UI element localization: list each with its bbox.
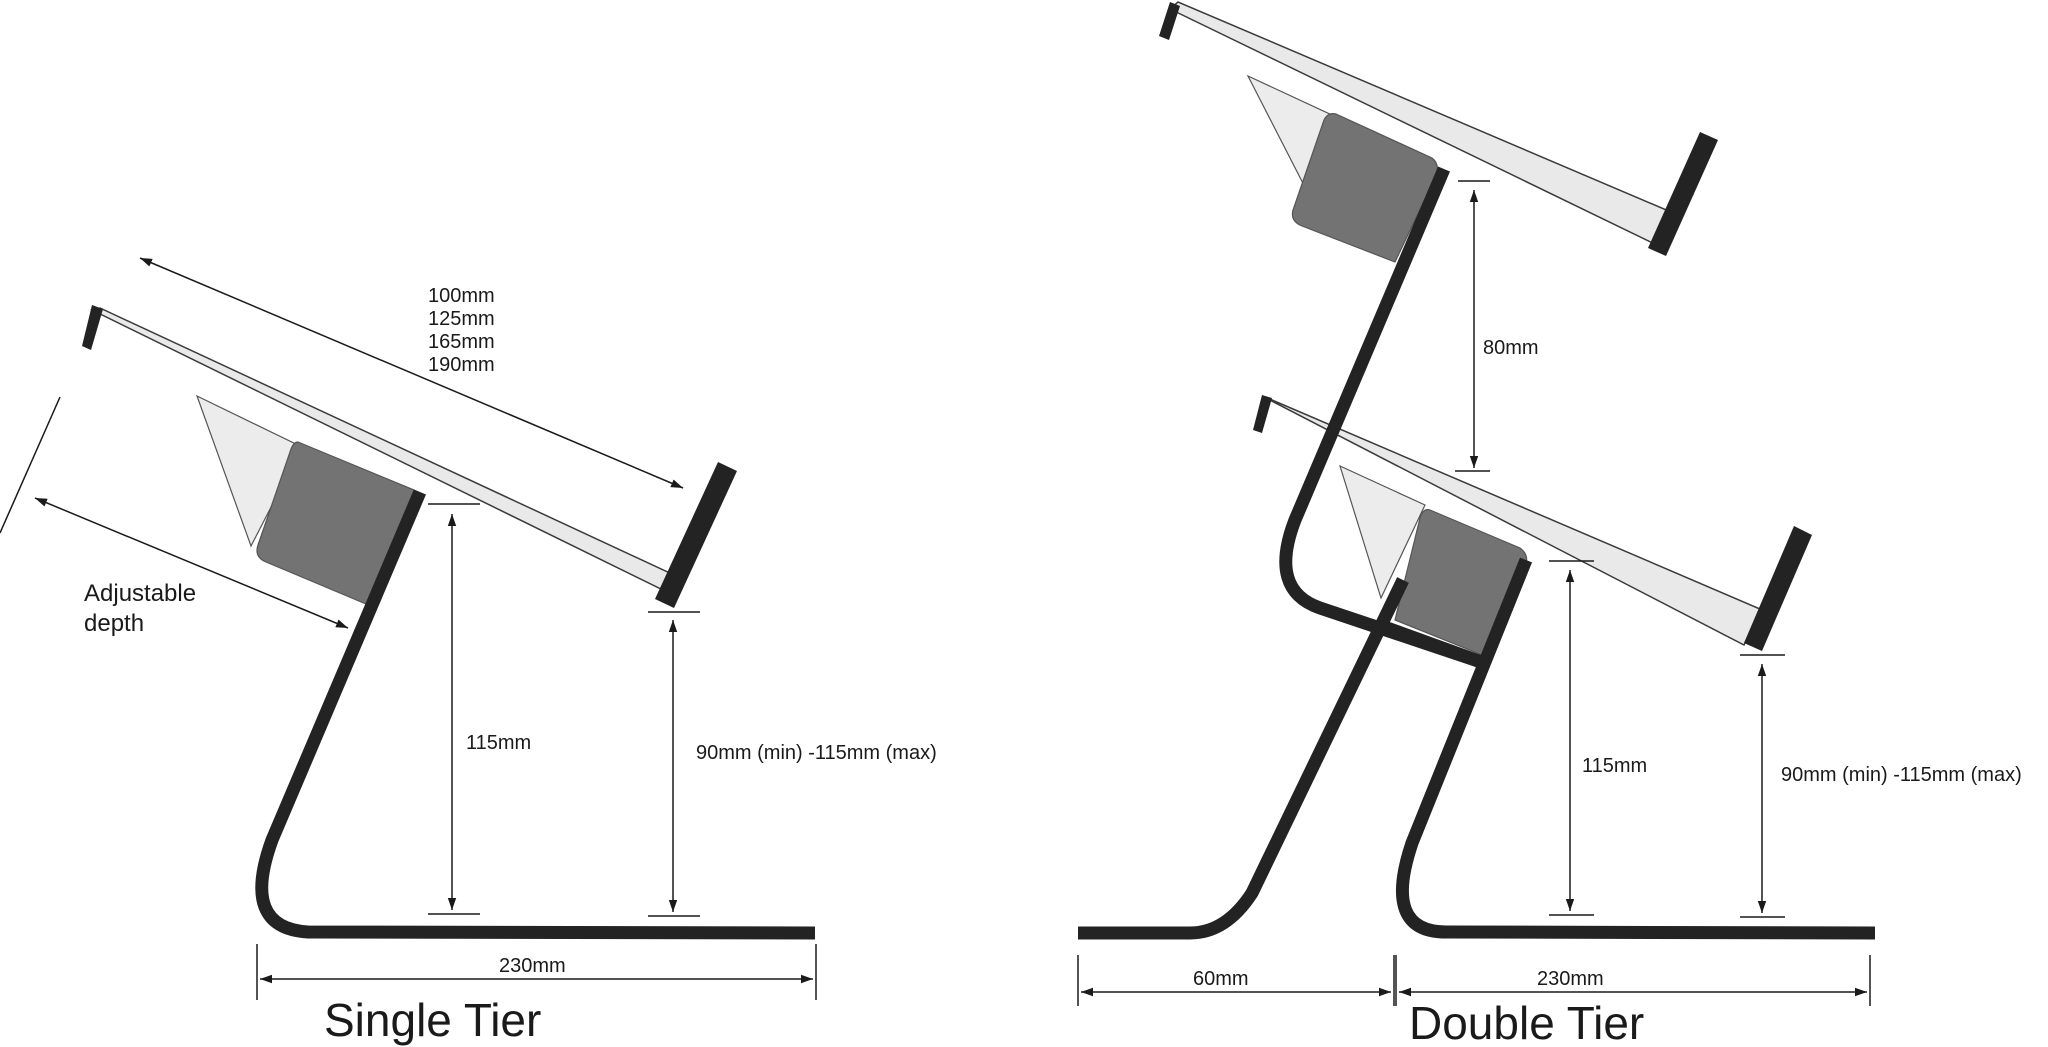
double-offset-label: 60mm bbox=[1193, 968, 1249, 990]
single-back-lip bbox=[82, 305, 103, 350]
single-depth-option-4: 190mm bbox=[428, 354, 495, 376]
double-upper-frame bbox=[1279, 166, 1487, 670]
double-base-length-label: 230mm bbox=[1537, 968, 1604, 990]
single-adjustable-label-1: Adjustable bbox=[84, 580, 196, 607]
double-tier-title: Double Tier bbox=[1409, 997, 1644, 1047]
double-upper-back-lip bbox=[1159, 2, 1180, 40]
single-depth-option-1: 100mm bbox=[428, 285, 495, 307]
double-post-height-label: 115mm bbox=[1582, 755, 1647, 777]
double-cross-bar bbox=[1373, 617, 1487, 670]
double-upper-clamp-block bbox=[1291, 113, 1438, 263]
double-front-height-label: 90mm (min) -115mm (max) bbox=[1781, 764, 2022, 786]
single-adjustable-extension bbox=[0, 396, 61, 534]
double-lower-bracket bbox=[1339, 464, 1426, 600]
double-tier-gap-label: 80mm bbox=[1483, 337, 1539, 359]
single-front-height-label: 90mm (min) -115mm (max) bbox=[696, 742, 937, 764]
single-base-length-label: 230mm bbox=[499, 955, 566, 977]
single-depth-option-2: 125mm bbox=[428, 308, 495, 330]
single-frame bbox=[255, 489, 816, 940]
single-adjustable-label-2: depth bbox=[84, 610, 144, 637]
single-depth-arrow bbox=[139, 257, 684, 489]
single-post-height-label: 115mm bbox=[466, 732, 531, 754]
double-lower-front-lip bbox=[1744, 526, 1812, 651]
double-lower-back-lip bbox=[1253, 395, 1272, 433]
double-tier-drawing: 80mm 115mm 90mm (min) -115mm (max) 60mm … bbox=[1077, 1, 2022, 1047]
single-tier-drawing: 100mm 125mm 165mm 190mm Adjustable depth… bbox=[0, 257, 937, 1046]
single-adjustable-depth-arrow bbox=[34, 497, 349, 629]
double-upper-front-lip bbox=[1648, 132, 1718, 256]
double-rear-leg bbox=[1078, 577, 1409, 940]
double-front-frame bbox=[1395, 557, 1876, 940]
single-depth-option-3: 165mm bbox=[428, 331, 495, 353]
single-tier-title: Single Tier bbox=[324, 994, 541, 1046]
single-front-lip bbox=[655, 462, 737, 608]
